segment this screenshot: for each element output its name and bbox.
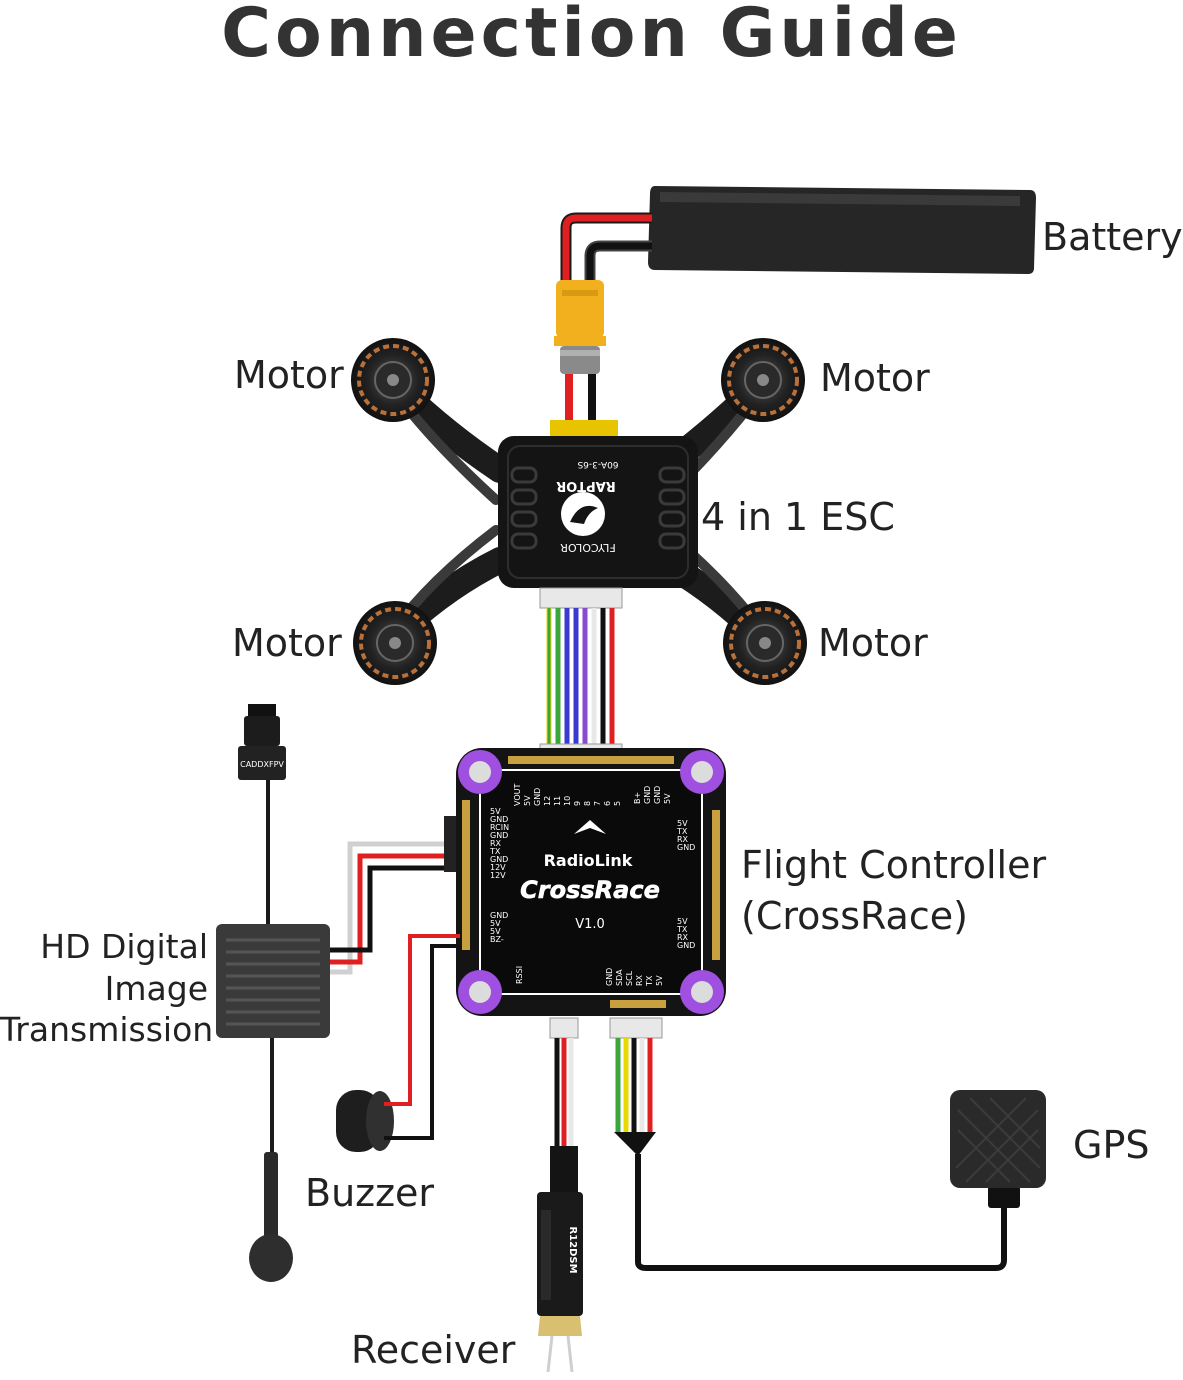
esc-board: 60A-3-6S RAPTOR 5 FLYCOLOR [498, 436, 698, 588]
vtx-antenna [249, 1152, 293, 1282]
motor-bottom-left-label: Motor [232, 621, 342, 665]
fc-label-line2: (CrossRace) [741, 894, 968, 938]
fc-pin-label: 12V [490, 863, 506, 872]
esc-label: 4 in 1 ESC [701, 495, 895, 539]
xt60-connector [554, 280, 606, 374]
motor-bottom-right [723, 601, 807, 685]
fc-pin-label: TX [489, 847, 501, 856]
fc-pin-label: 5V [677, 917, 688, 926]
fc-pin-label: B+ [633, 792, 642, 804]
gps-module [950, 1090, 1046, 1188]
fc-pin-label: TX [676, 827, 688, 836]
fc-pin-label: GND [653, 786, 662, 804]
fc-pin-label: GND [533, 788, 542, 806]
hd-label-line1: HD Digital [40, 927, 208, 966]
fc-pin-label: 5 [613, 801, 622, 806]
esc-power-wires [550, 374, 618, 436]
fc-pin-label: 9 [573, 801, 582, 806]
fc-pin-label: SCL [625, 970, 634, 986]
esc-fc-harness [539, 587, 623, 757]
esc-model-text: RAPTOR [556, 478, 616, 493]
fc-pin-label: GND [605, 968, 614, 986]
motor-bottom-right-label: Motor [818, 621, 928, 665]
vtx-fc-wires [330, 816, 460, 975]
esc-variant-text: 5 [582, 493, 590, 507]
fc-pin-label: 11 [553, 796, 562, 806]
gps-label: GPS [1073, 1123, 1150, 1167]
fc-pin-label: 5V [490, 927, 501, 936]
fc-pin-label: 5V [490, 807, 501, 816]
receiver-wires [549, 1017, 579, 1192]
fc-pin-label: GND [643, 786, 652, 804]
fc-pin-label: 12 [543, 796, 552, 806]
fc-pin-label: 8 [583, 801, 592, 806]
fc-pin-label: BZ- [490, 935, 504, 944]
fc-pin-label: 5V [663, 793, 672, 804]
fc-pin-label: 5V [655, 975, 664, 986]
fc-pin-label: RX [490, 839, 502, 848]
battery-wires [560, 212, 652, 290]
fc-pin-label: 5V [523, 795, 532, 806]
fc-pin-label: 7 [593, 801, 602, 806]
fc-pin-label: RX [677, 933, 689, 942]
fc-pin-label: 12V [490, 871, 506, 880]
buzzer-label: Buzzer [305, 1171, 435, 1215]
fc-pin-label: TX [645, 975, 654, 987]
page-title: Connection Guide [221, 0, 962, 73]
battery-label: Battery [1042, 215, 1183, 259]
hd-camera: CADDXFPV [238, 704, 286, 925]
fc-pin-label: RCIN [490, 823, 509, 832]
fc-pin-label: 10 [563, 796, 572, 806]
fc-pin-label: SDA [615, 969, 624, 986]
camera-brand-text: CADDXFPV [240, 760, 284, 769]
fc-pin-label: TX [676, 925, 688, 934]
battery [648, 186, 1036, 274]
fc-pin-label: RX [677, 835, 689, 844]
fc-pin-label: GND [490, 911, 508, 920]
hd-label-line3: Transmission [0, 1010, 214, 1049]
fc-version-text: V1.0 [575, 917, 605, 932]
receiver: R12DSM [537, 1192, 583, 1373]
fc-pin-label: GND [677, 843, 695, 852]
motor-top-left-label: Motor [234, 353, 344, 397]
motor-top-right-label: Motor [820, 356, 930, 400]
esc-brand-text: FLYCOLOR [560, 541, 616, 554]
motor-top-left [351, 338, 435, 422]
fc-pin-label: GND [677, 941, 695, 950]
fc-name-text: CrossRace [520, 876, 660, 904]
receiver-label: Receiver [351, 1328, 516, 1372]
fc-pin-label: GND [490, 815, 508, 824]
fc-pin-label: RX [635, 974, 644, 986]
gps-wires [609, 1017, 1020, 1271]
fc-rssi-pin: RSSI [515, 966, 524, 984]
fc-pin-label: VOUT [513, 784, 522, 806]
fc-brand-text: RadioLink [544, 851, 633, 870]
esc-rating-text: 60A-3-6S [577, 459, 618, 469]
hd-label-line2: Image [104, 969, 208, 1008]
fc-pin-label: 6 [603, 801, 612, 806]
motor-bottom-left [353, 601, 437, 685]
motor-top-right [721, 338, 805, 422]
fc-pin-label: 5V [490, 919, 501, 928]
fc-pin-label: 5V [677, 819, 688, 828]
receiver-model-text: R12DSM [567, 1226, 578, 1273]
buzzer [336, 934, 460, 1152]
fc-pin-label: GND [490, 831, 508, 840]
fc-pin-label: GND [490, 855, 508, 864]
fc-label-line1: Flight Controller [741, 843, 1047, 887]
hd-vtx [216, 924, 330, 1160]
